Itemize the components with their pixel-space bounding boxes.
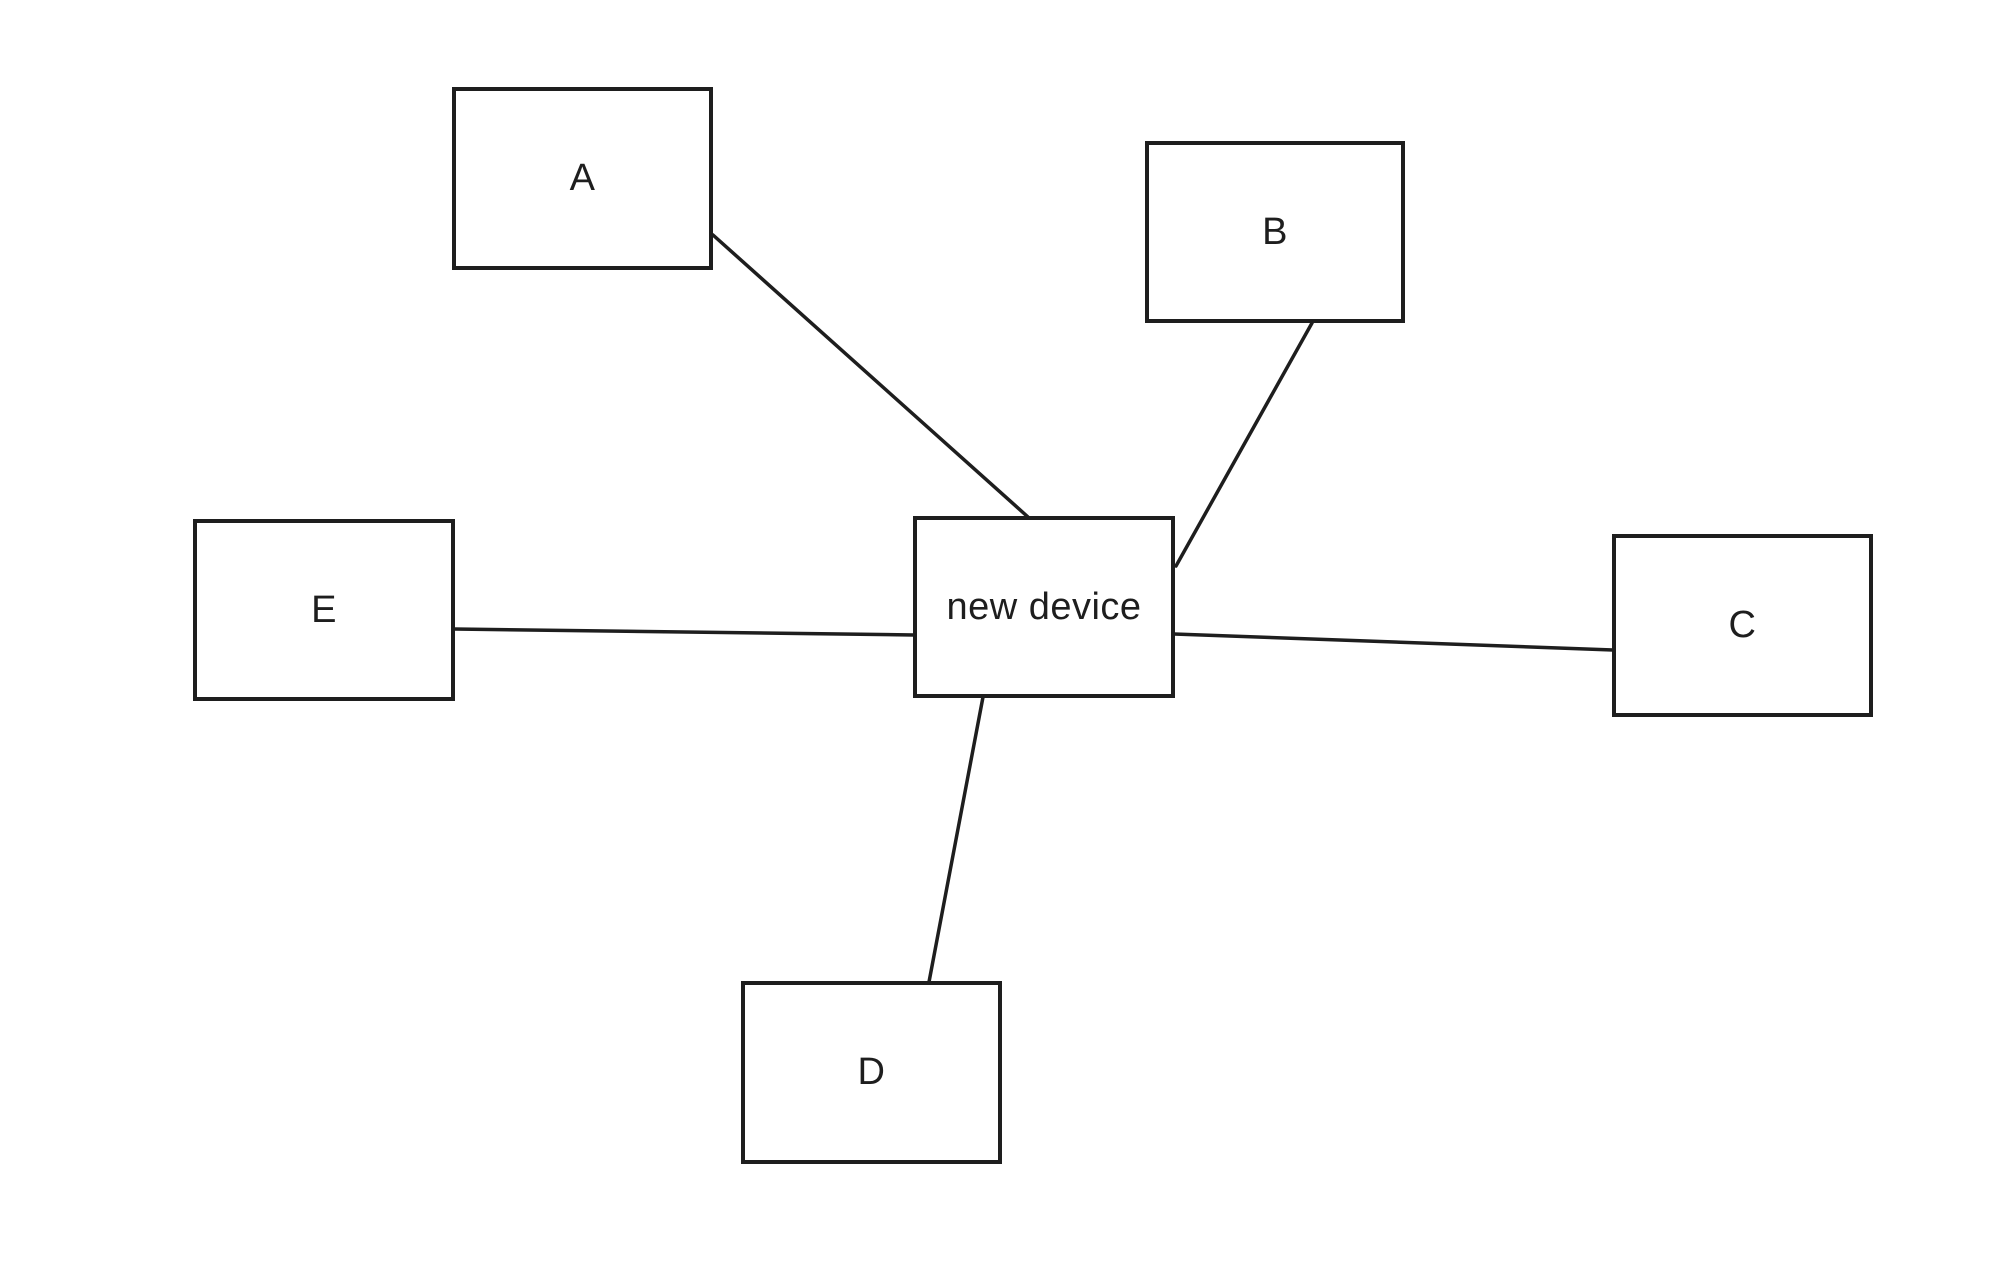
node-b[interactable]: B bbox=[1145, 141, 1405, 323]
node-a-label: A bbox=[569, 157, 596, 199]
node-e-label: E bbox=[311, 588, 337, 631]
edge-new-device-to-c bbox=[1172, 632, 1615, 652]
node-c-label: C bbox=[1728, 604, 1757, 646]
node-c[interactable]: C bbox=[1612, 534, 1873, 717]
edge-a-to-new-device bbox=[711, 233, 1030, 519]
node-d[interactable]: D bbox=[741, 981, 1002, 1164]
edge-new-device-to-d bbox=[927, 695, 985, 984]
node-e[interactable]: E bbox=[193, 519, 455, 701]
node-d-label: D bbox=[857, 1051, 886, 1093]
edge-b-to-new-device bbox=[1174, 321, 1314, 568]
node-new-device-label: new device bbox=[946, 585, 1142, 628]
node-new-device[interactable]: new device bbox=[913, 516, 1175, 698]
edge-e-to-new-device bbox=[452, 627, 916, 637]
node-b-label: B bbox=[1262, 210, 1288, 253]
node-a[interactable]: A bbox=[452, 87, 713, 270]
